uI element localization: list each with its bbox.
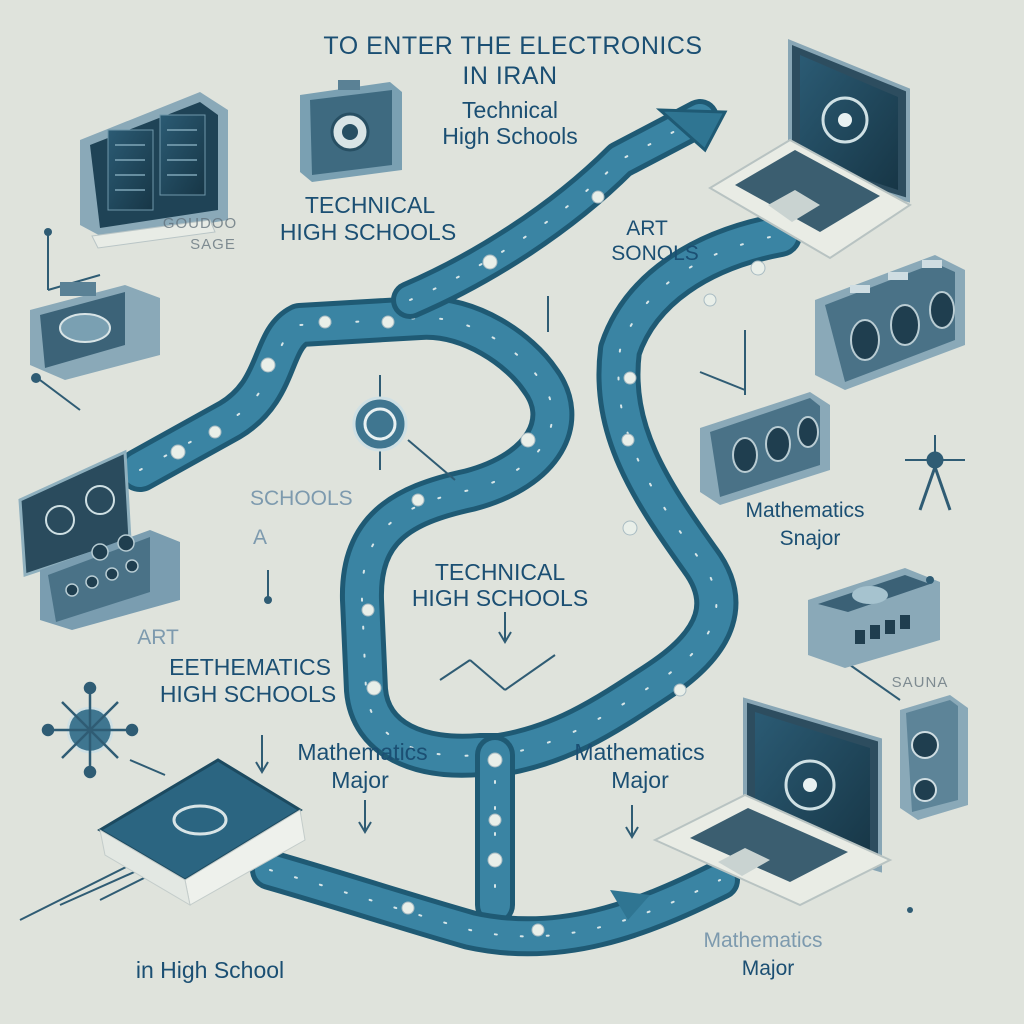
label-mathematics-right-1: Mathematics (745, 499, 865, 522)
label-in-high-school: in High School (135, 957, 285, 983)
label-art-schools-2: SONOLS (611, 242, 699, 265)
router-box-icon (30, 282, 160, 380)
label-garbled-left: GOUDOO (162, 215, 238, 232)
speaker-icon (900, 695, 968, 820)
label-math-bottom-1: Mathematics (703, 929, 823, 952)
atom-icon (41, 681, 139, 779)
book-icon (97, 758, 306, 906)
label-math-center-1: Mathematics (574, 739, 705, 765)
label-technical-left-2: HIGH SCHOOLS (279, 219, 457, 245)
node-dot-icon (907, 907, 913, 913)
speaker-stack-icon (815, 255, 965, 390)
path-markers (170, 190, 766, 937)
laptop-icon (652, 697, 893, 907)
node-dot-icon (31, 373, 41, 383)
arrow-head-icon (610, 890, 650, 920)
label-art-schools-1: ART (626, 217, 668, 240)
node-dot-icon (926, 576, 934, 584)
label-math-center-2: Major (611, 767, 669, 793)
label-schools: SCHOOLS (250, 487, 353, 510)
node-dot-icon (44, 228, 52, 236)
title-line-1: TO ENTER THE ELECTRONICS (323, 32, 703, 60)
label-garbled-left-2: SAGE (190, 236, 236, 253)
label-art-small: ART (137, 626, 179, 649)
label-technical-center-1: TECHNICAL (434, 559, 566, 585)
antenna-icon (905, 435, 965, 511)
audio-box-icon (700, 392, 830, 505)
circuit-box-icon (300, 80, 402, 182)
label-a-mark: A (252, 526, 267, 549)
label-math-left-2: Major (331, 767, 389, 793)
title-line-2: IN IRAN (462, 62, 558, 90)
label-eethematics-1: EETHEMATICS (169, 654, 331, 680)
monitor-icon (80, 92, 228, 249)
label-technical-left-1: TECHNICAL (304, 192, 436, 218)
down-arrows (255, 612, 639, 839)
label-math-bottom-2: Major (741, 957, 795, 980)
gauge-icon (352, 396, 408, 452)
circuit-board-icon (808, 568, 940, 668)
label-technical-top-2: High Schools (442, 123, 578, 149)
label-technical-center-2: HIGH SCHOOLS (411, 585, 589, 611)
arrow-head-icon (655, 108, 728, 153)
control-panel-icon (40, 530, 180, 630)
label-garbled-right: SAUNA (891, 674, 949, 691)
node-dot-icon (264, 596, 272, 604)
label-eethematics-2: HIGH SCHOOLS (159, 681, 337, 707)
laptop-icon (708, 39, 912, 260)
label-mathematics-right-2: Snajor (779, 527, 841, 550)
label-technical-top-1: Technical (462, 97, 558, 123)
label-math-left-1: Mathematics (297, 739, 428, 765)
